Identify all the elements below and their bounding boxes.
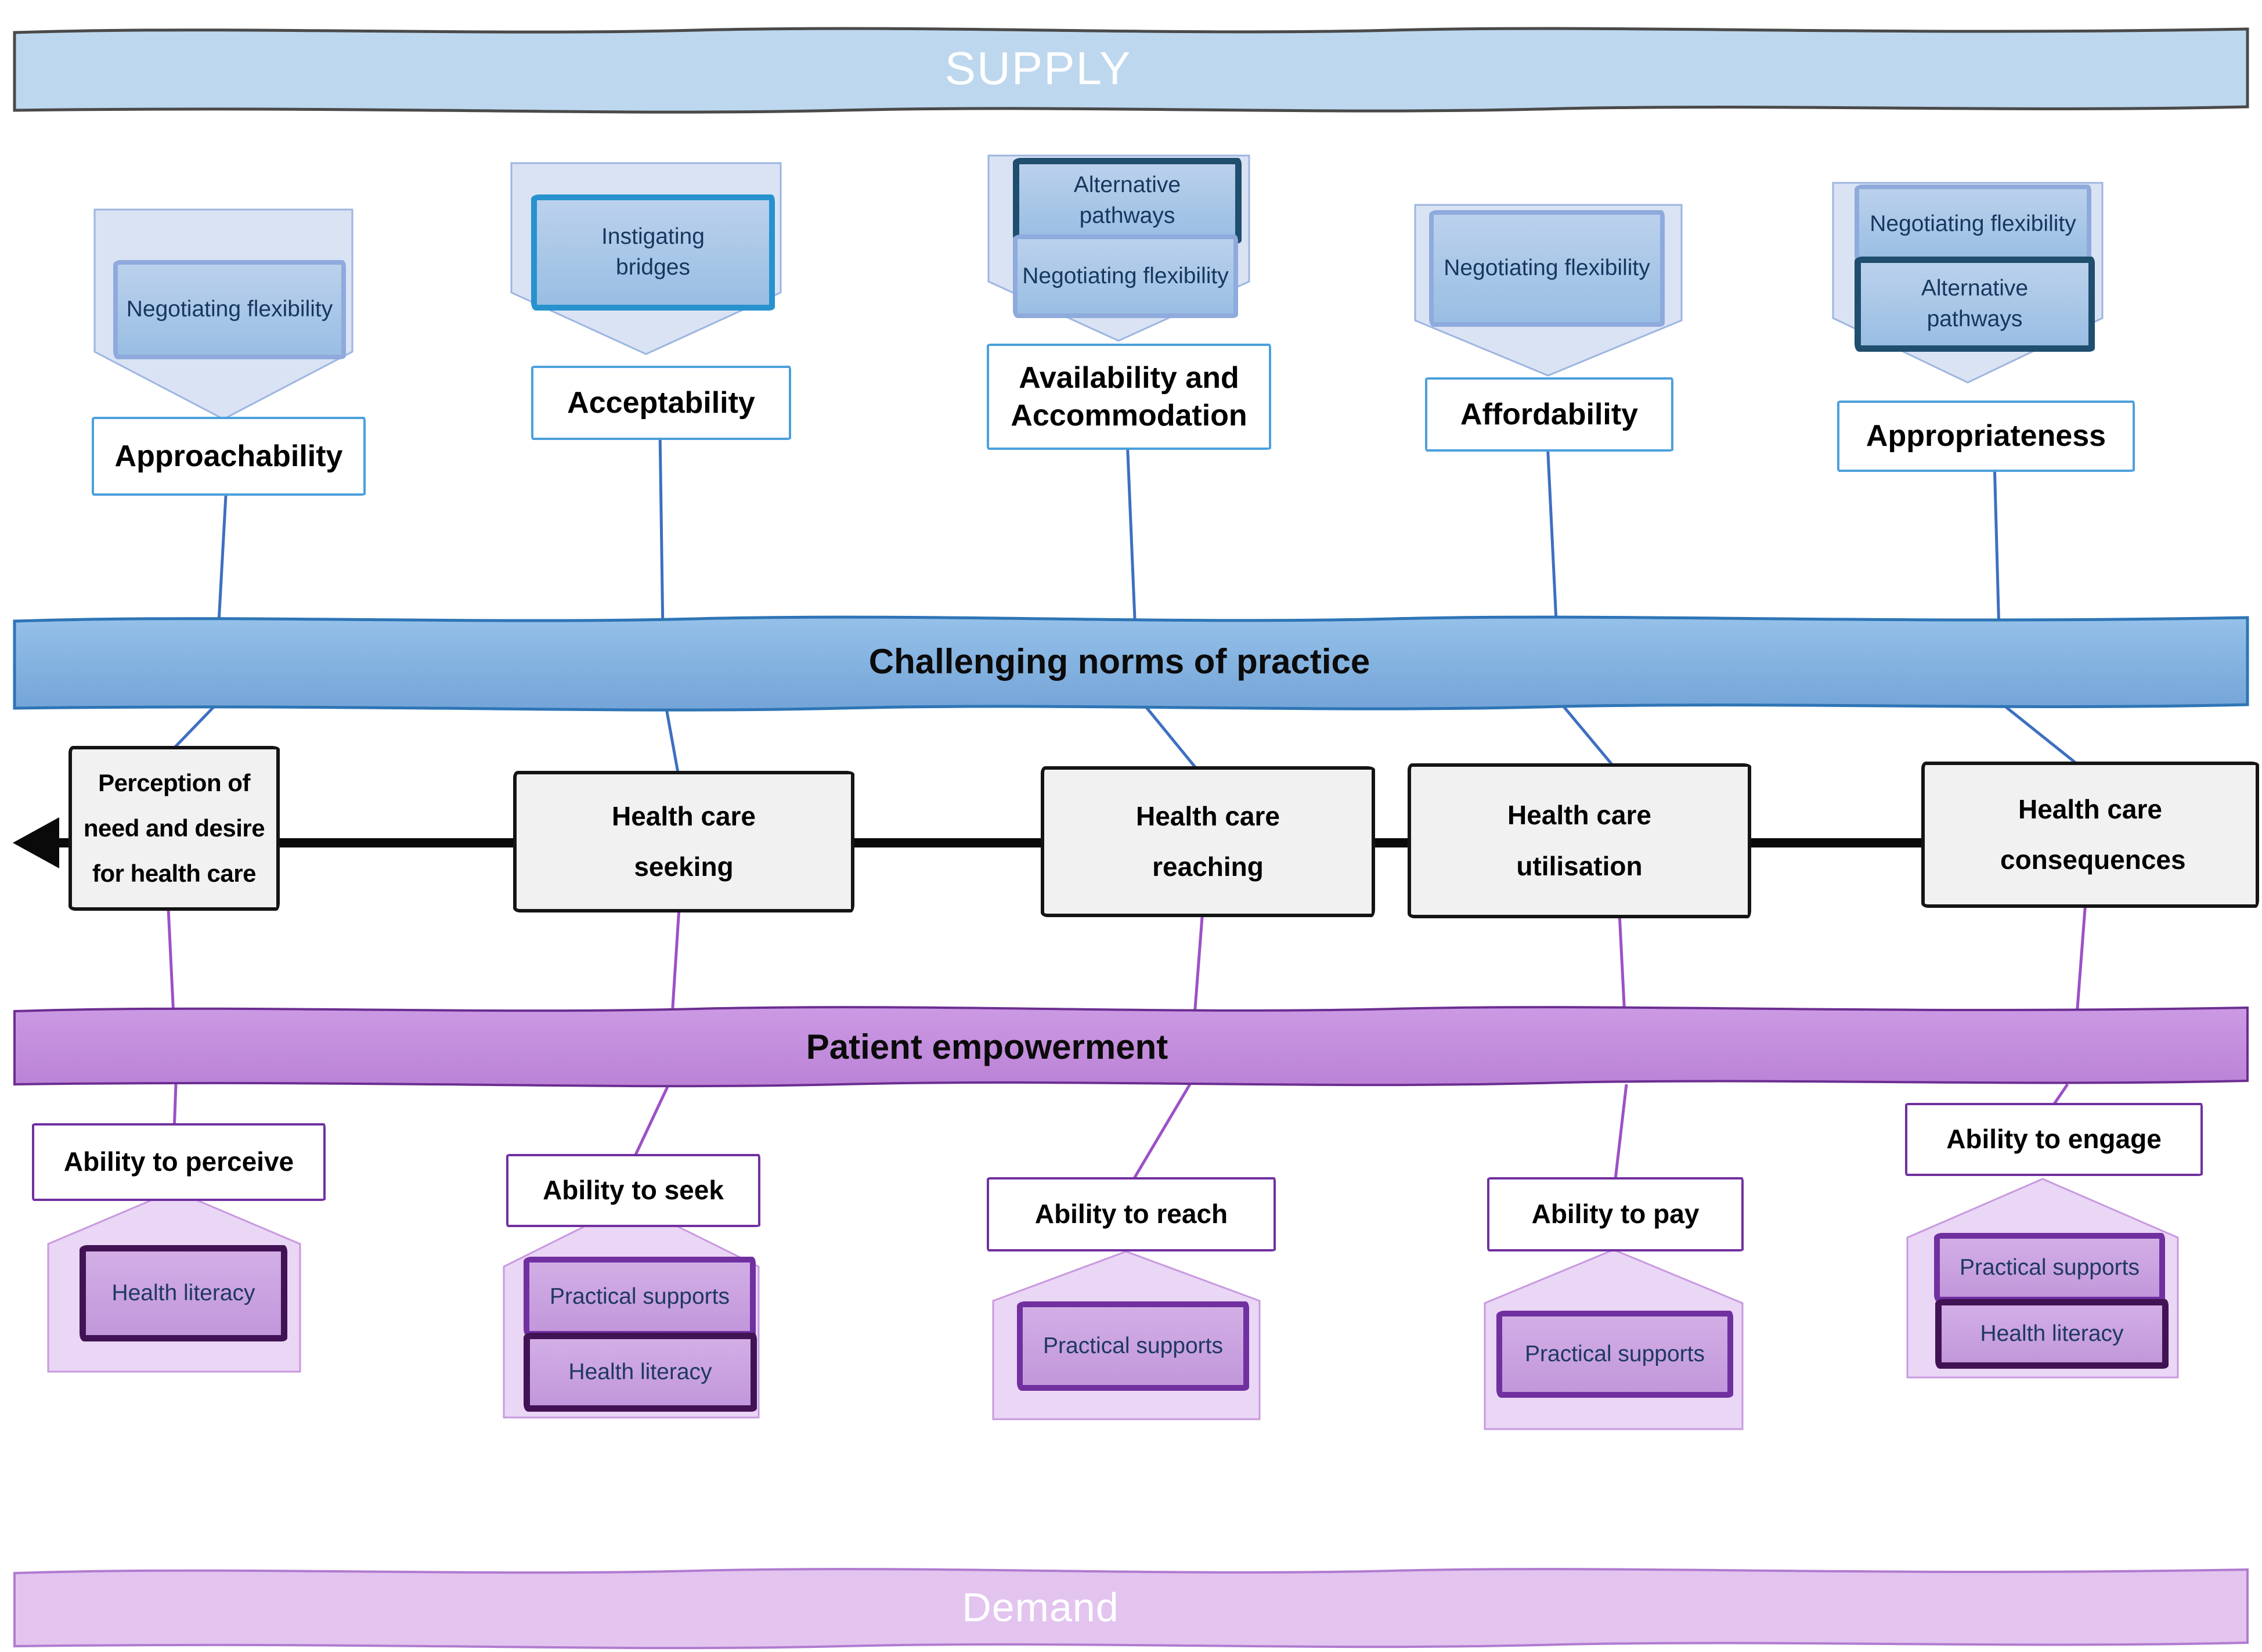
strategy-label: Health literacy — [1980, 1321, 2124, 1346]
dimension-label-approachability: Approachability — [92, 417, 366, 496]
strategy-label: Practical supports — [1525, 1341, 1705, 1366]
strategy-label: Health literacy — [111, 1280, 255, 1305]
demand-connector — [1129, 1083, 1192, 1185]
strategy-label: Instigating bridges — [601, 224, 705, 280]
strategy-label: Negotiating flexibility — [1444, 255, 1650, 281]
demand-connectors — [166, 893, 2088, 1185]
step-box-consequences: Health care consequences — [1921, 762, 2259, 908]
strategy-label: Practical supports — [1960, 1254, 2140, 1280]
supply-connector — [217, 485, 228, 633]
strategy-label: Negotiating flexibility — [1022, 263, 1229, 288]
strategy-box: Health literacy — [524, 1333, 757, 1412]
ability-label-perceive: Ability to perceive — [32, 1123, 326, 1201]
strategy-box: Health literacy — [1935, 1299, 2169, 1369]
step-box-utilisation: Health care utilisation — [1408, 763, 1751, 918]
ability-label-seek: Ability to seek — [506, 1154, 760, 1227]
dimension-label-acceptability: Acceptability — [531, 366, 791, 440]
ability-label-engage: Ability to engage — [1905, 1103, 2203, 1176]
strategy-box: Practical supports — [1017, 1301, 1249, 1391]
strategy-label: Practical supports — [550, 1283, 730, 1309]
demand-connector — [1613, 1084, 1628, 1185]
step-box-perception: Perception of need and desire for health… — [68, 746, 280, 911]
supply-connector — [1125, 439, 1137, 633]
strategy-box: Practical supports — [1496, 1311, 1733, 1398]
supply-connectors — [167, 430, 2086, 780]
demand-connector — [631, 1083, 670, 1162]
strategy-box: Alternative pathways — [1855, 257, 2095, 352]
strategy-box: Practical supports — [524, 1257, 756, 1337]
supply-connector — [658, 430, 665, 633]
strategy-label: Alternative pathways — [1921, 276, 2029, 331]
strategy-label: Practical supports — [1043, 1333, 1223, 1358]
step-box-seeking: Health care seeking — [513, 771, 854, 912]
demand-connector — [670, 898, 681, 1016]
demand-connector — [166, 896, 175, 1016]
strategy-box: Negotiating flexibility — [1429, 210, 1665, 327]
strategy-box: Health literacy — [80, 1245, 287, 1341]
demand-connector — [1617, 901, 1626, 1016]
supply-connector — [1143, 704, 1203, 776]
strategy-box: Negotiating flexibility — [1855, 185, 2091, 264]
strategy-box: Practical supports — [1934, 1233, 2165, 1303]
strategy-label: Alternative pathways — [1073, 172, 1181, 228]
supply-connector — [2003, 704, 2086, 771]
step-box-reaching: Health care reaching — [1041, 766, 1375, 917]
strategy-label: Negotiating flexibility — [1870, 211, 2076, 236]
strategy-box: Negotiating flexibility — [113, 260, 346, 359]
demand-connector — [1193, 901, 1205, 1016]
patient-empowerment-banner-shape — [13, 1006, 2249, 1088]
supply-connector — [1546, 442, 1558, 633]
demand-banner-shape — [13, 1568, 2249, 1650]
demand-connector — [2075, 893, 2088, 1016]
challenging-norms-banner-shape — [13, 615, 2249, 712]
supply-connector — [1561, 704, 1619, 773]
dimension-label-appropriateness: Appropriateness — [1837, 401, 2135, 472]
axis-arrow-left-icon — [13, 817, 59, 868]
strategy-box: Alternative pathways — [1013, 158, 1242, 244]
ability-label-pay: Ability to pay — [1487, 1177, 1744, 1251]
strategy-label: Health literacy — [568, 1359, 712, 1384]
strategy-box: Negotiating flexibility — [1013, 235, 1238, 318]
dimension-label-availability: Availability and Accommodation — [987, 344, 1271, 450]
supply-connector — [1993, 461, 2001, 633]
strategy-box: Instigating bridges — [531, 194, 775, 311]
supply-banner-shape — [13, 27, 2249, 114]
ability-label-reach: Ability to reach — [987, 1177, 1276, 1251]
supply-connector — [664, 705, 681, 780]
strategy-label: Negotiating flexibility — [126, 297, 333, 322]
dimension-label-affordability: Affordability — [1425, 377, 1673, 452]
